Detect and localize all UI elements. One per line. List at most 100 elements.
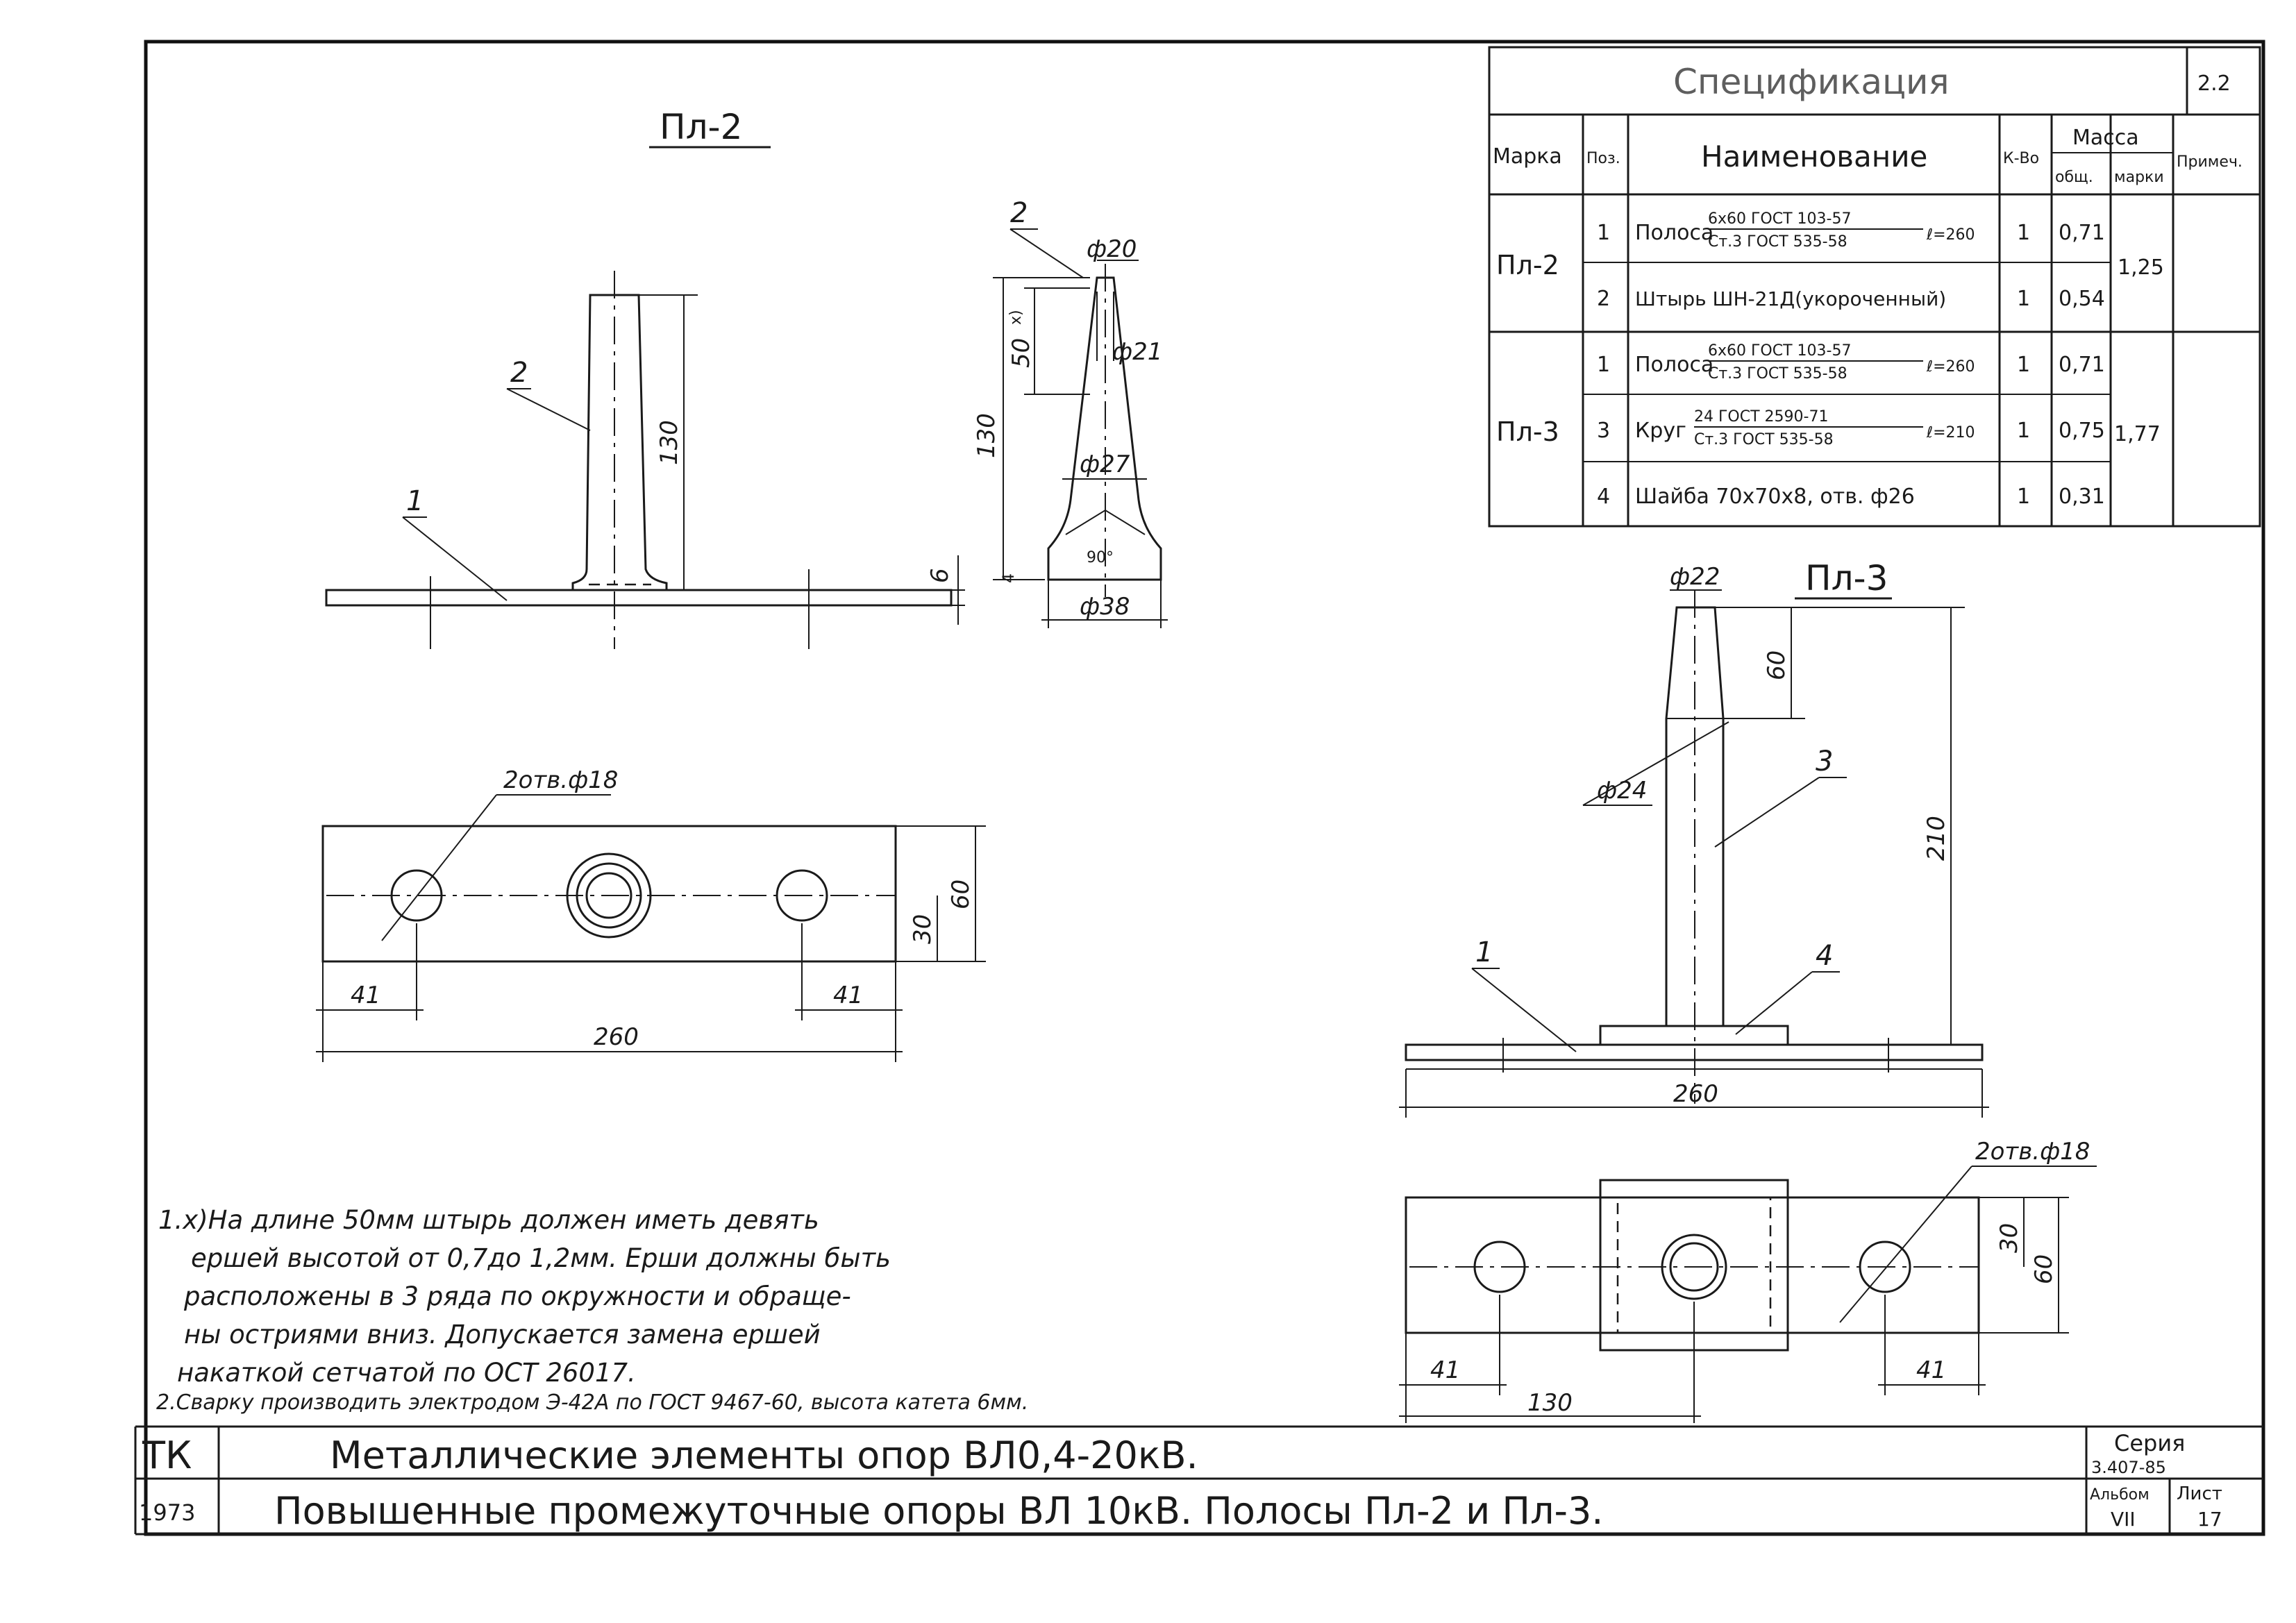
spec-pl3-r3-name: Шайба 70х70х8, отв. ф26 — [1635, 485, 1915, 509]
title-org: ТК — [142, 1433, 192, 1477]
view-pl2-front: Пл-2 130 6 2 1 — [325, 107, 965, 649]
title-block: ТК 1973 Металлические элементы опор ВЛ0,… — [134, 1425, 2263, 1536]
spec-pl2-r1-qty: 1 — [2017, 221, 2030, 245]
dim-pin-total-height: 130 — [973, 413, 1000, 458]
dim-pin-ruff-len: 50 — [1007, 338, 1035, 368]
spec-pl3-r2-frac-bot: Ст.3 ГОСТ 535-58 — [1694, 431, 1834, 448]
spec-total-pl2: 1,25 — [2118, 255, 2164, 280]
spec-mark-pl3: Пл-3 — [1496, 417, 1559, 447]
dim-pin-ruff-mark: х) — [1007, 310, 1025, 325]
album-label: Альбом — [2090, 1486, 2150, 1504]
label-pos1-pl3: 1 — [1475, 936, 1493, 968]
dim-pl2-plan-width: 260 — [594, 1023, 639, 1051]
view-pl3-title: Пл-3 — [1805, 558, 1888, 598]
spec-pl3-r1-name: Полоса — [1635, 353, 1713, 377]
spec-pl3-r1-frac-top: 6х60 ГОСТ 103-57 — [1708, 342, 1851, 360]
series-value: 3.407-85 — [2091, 1458, 2166, 1477]
spec-pl3-r2-pos: 3 — [1597, 419, 1610, 443]
spec-pl2-r2-name: Штырь ШН-21Д(укороченный) — [1635, 287, 1946, 310]
note-line-4: ны остриями вниз. Допускается замена ерш… — [184, 1320, 821, 1349]
dim-pl3-top-len: 60 — [1763, 650, 1791, 680]
dim-pin-lower-dia: ф27 — [1080, 451, 1130, 478]
view-pl2-plan: 2отв.ф18 41 41 260 30 60 — [316, 766, 986, 1062]
dim-pl3-width: 260 — [1673, 1080, 1718, 1108]
spec-sheet-ref: 2.2 — [2197, 72, 2231, 96]
dim-pl3-plan-left: 41 — [1430, 1356, 1460, 1384]
note-line-6: 2.Сварку производить электродом Э-42А по… — [156, 1390, 1028, 1415]
sheet-value: 17 — [2197, 1508, 2222, 1531]
dim-pl3-plan-height: 60 — [2030, 1254, 2058, 1284]
spec-pl3-r2-frac-top: 24 ГОСТ 2590-71 — [1694, 408, 1828, 426]
dim-pl3-top-dia: ф22 — [1670, 563, 1720, 591]
album-value: VII — [2111, 1508, 2136, 1531]
spec-pl3-r1-frac-bot: Ст.3 ГОСТ 535-58 — [1708, 365, 1847, 382]
spec-pl2-r2-pos: 2 — [1597, 287, 1610, 311]
spec-header-pos: Поз. — [1586, 150, 1620, 167]
spec-header-mass-each: общ. — [2055, 169, 2093, 186]
label-pos2-front: 2 — [510, 357, 528, 389]
spec-pl2-r1-name: Полоса — [1635, 221, 1713, 245]
spec-pl3-r1-qty: 1 — [2017, 353, 2030, 377]
dim-pl2-plan-left: 41 — [351, 982, 380, 1009]
dim-pl3-plan-half: 30 — [1995, 1223, 2023, 1253]
spec-header-mark: Марка — [1493, 144, 1562, 169]
dim-pin-top-dia: ф20 — [1087, 235, 1137, 263]
spec-pl3-r3-mass: 0,31 — [2059, 485, 2105, 509]
spec-pl3-r3-qty: 1 — [2017, 485, 2030, 509]
view-pl2-title: Пл-2 — [660, 107, 742, 147]
dim-pin-base-dia: ф38 — [1080, 593, 1130, 621]
spec-pl3-r1-pos: 1 — [1597, 353, 1610, 377]
spec-title: Спецификация — [1673, 62, 1950, 102]
spec-pl3-r3-pos: 4 — [1597, 485, 1610, 509]
spec-header-mass: Масса — [2072, 126, 2139, 150]
dim-pl3-plan-mid: 130 — [1527, 1389, 1573, 1417]
label-holes-pl3: 2отв.ф18 — [1975, 1138, 2090, 1166]
spec-pl3-r2-qty: 1 — [2017, 419, 2030, 443]
label-pos1-front: 1 — [406, 485, 424, 517]
spec-pl3-r1-mass: 0,71 — [2059, 353, 2105, 377]
sheet-label: Лист — [2177, 1483, 2222, 1504]
series-label: Серия — [2114, 1430, 2185, 1456]
label-pos4: 4 — [1816, 940, 1833, 972]
dim-pl2-thickness: 6 — [926, 568, 954, 583]
label-pos3: 3 — [1816, 746, 1833, 777]
dim-pl3-round-dia: ф24 — [1597, 777, 1647, 805]
spec-pl2-r1-frac-top: 6х60 ГОСТ 103-57 — [1708, 210, 1851, 228]
dim-pin-base-h: 4 — [1000, 573, 1018, 583]
title-line-1: Металлические элементы опор ВЛ0,4-20кВ. — [330, 1433, 1198, 1477]
spec-pl2-r1-len: ℓ=260 — [1926, 226, 1975, 244]
notes: 1.х)На длине 50мм штырь должен иметь дев… — [156, 1205, 1028, 1415]
spec-pl3-r2-name: Круг — [1635, 419, 1686, 443]
dim-pl3-height: 210 — [1922, 816, 1950, 861]
note-line-2: ершей высотой от 0,7до 1,2мм. Ерши должн… — [191, 1243, 891, 1273]
title-line-2: Повышенные промежуточные опоры ВЛ 10кВ. … — [274, 1489, 1603, 1533]
title-year: 1973 — [139, 1499, 195, 1526]
label-holes-pl2: 2отв.ф18 — [503, 766, 618, 794]
spec-pl2-r2-qty: 1 — [2017, 287, 2030, 311]
view-pl3-front: Пл-3 ф22 60 210 ф24 260 3 1 4 — [1399, 558, 1989, 1118]
spec-pl3-r2-len: ℓ=210 — [1926, 424, 1975, 442]
spec-header-name: Наименование — [1701, 140, 1927, 174]
spec-pl3-r2-mass: 0,75 — [2059, 419, 2105, 443]
pin-pl2 — [571, 294, 668, 591]
view-pl3-plan: 2отв.ф18 30 60 41 41 130 — [1399, 1138, 2097, 1423]
plate-pl2 — [325, 589, 953, 607]
note-line-3: расположены в 3 ряда по окружности и обр… — [183, 1281, 851, 1311]
spec-header-note: Примеч. — [2177, 153, 2243, 171]
spec-header-qty: К-Во — [2003, 150, 2039, 167]
spec-pl2-r1-frac-bot: Ст.3 ГОСТ 535-58 — [1708, 233, 1847, 251]
pin-detail: ф20 2 50 х) ф21 ф27 90° 130 4 ф38 — [973, 197, 1168, 628]
dim-pin-tip-angle: 90° — [1087, 549, 1114, 566]
spec-table: Спецификация 2.2 Марка Поз. Наименование… — [1488, 46, 2261, 528]
spec-total-pl3: 1,77 — [2114, 422, 2161, 446]
dim-pl2-plan-half: 30 — [909, 914, 937, 944]
dim-pl2-plan-height: 60 — [947, 880, 975, 909]
dim-pin-mid-dia: ф21 — [1112, 338, 1162, 366]
dim-pl3-plan-right: 41 — [1916, 1356, 1946, 1384]
spec-mark-pl2: Пл-2 — [1496, 250, 1559, 280]
dim-pl2-front-height: 130 — [655, 420, 683, 465]
dim-pl2-plan-right: 41 — [833, 982, 863, 1009]
spec-pl2-r1-mass: 0,71 — [2059, 221, 2105, 245]
spec-pl2-r2-mass: 0,54 — [2059, 287, 2105, 311]
